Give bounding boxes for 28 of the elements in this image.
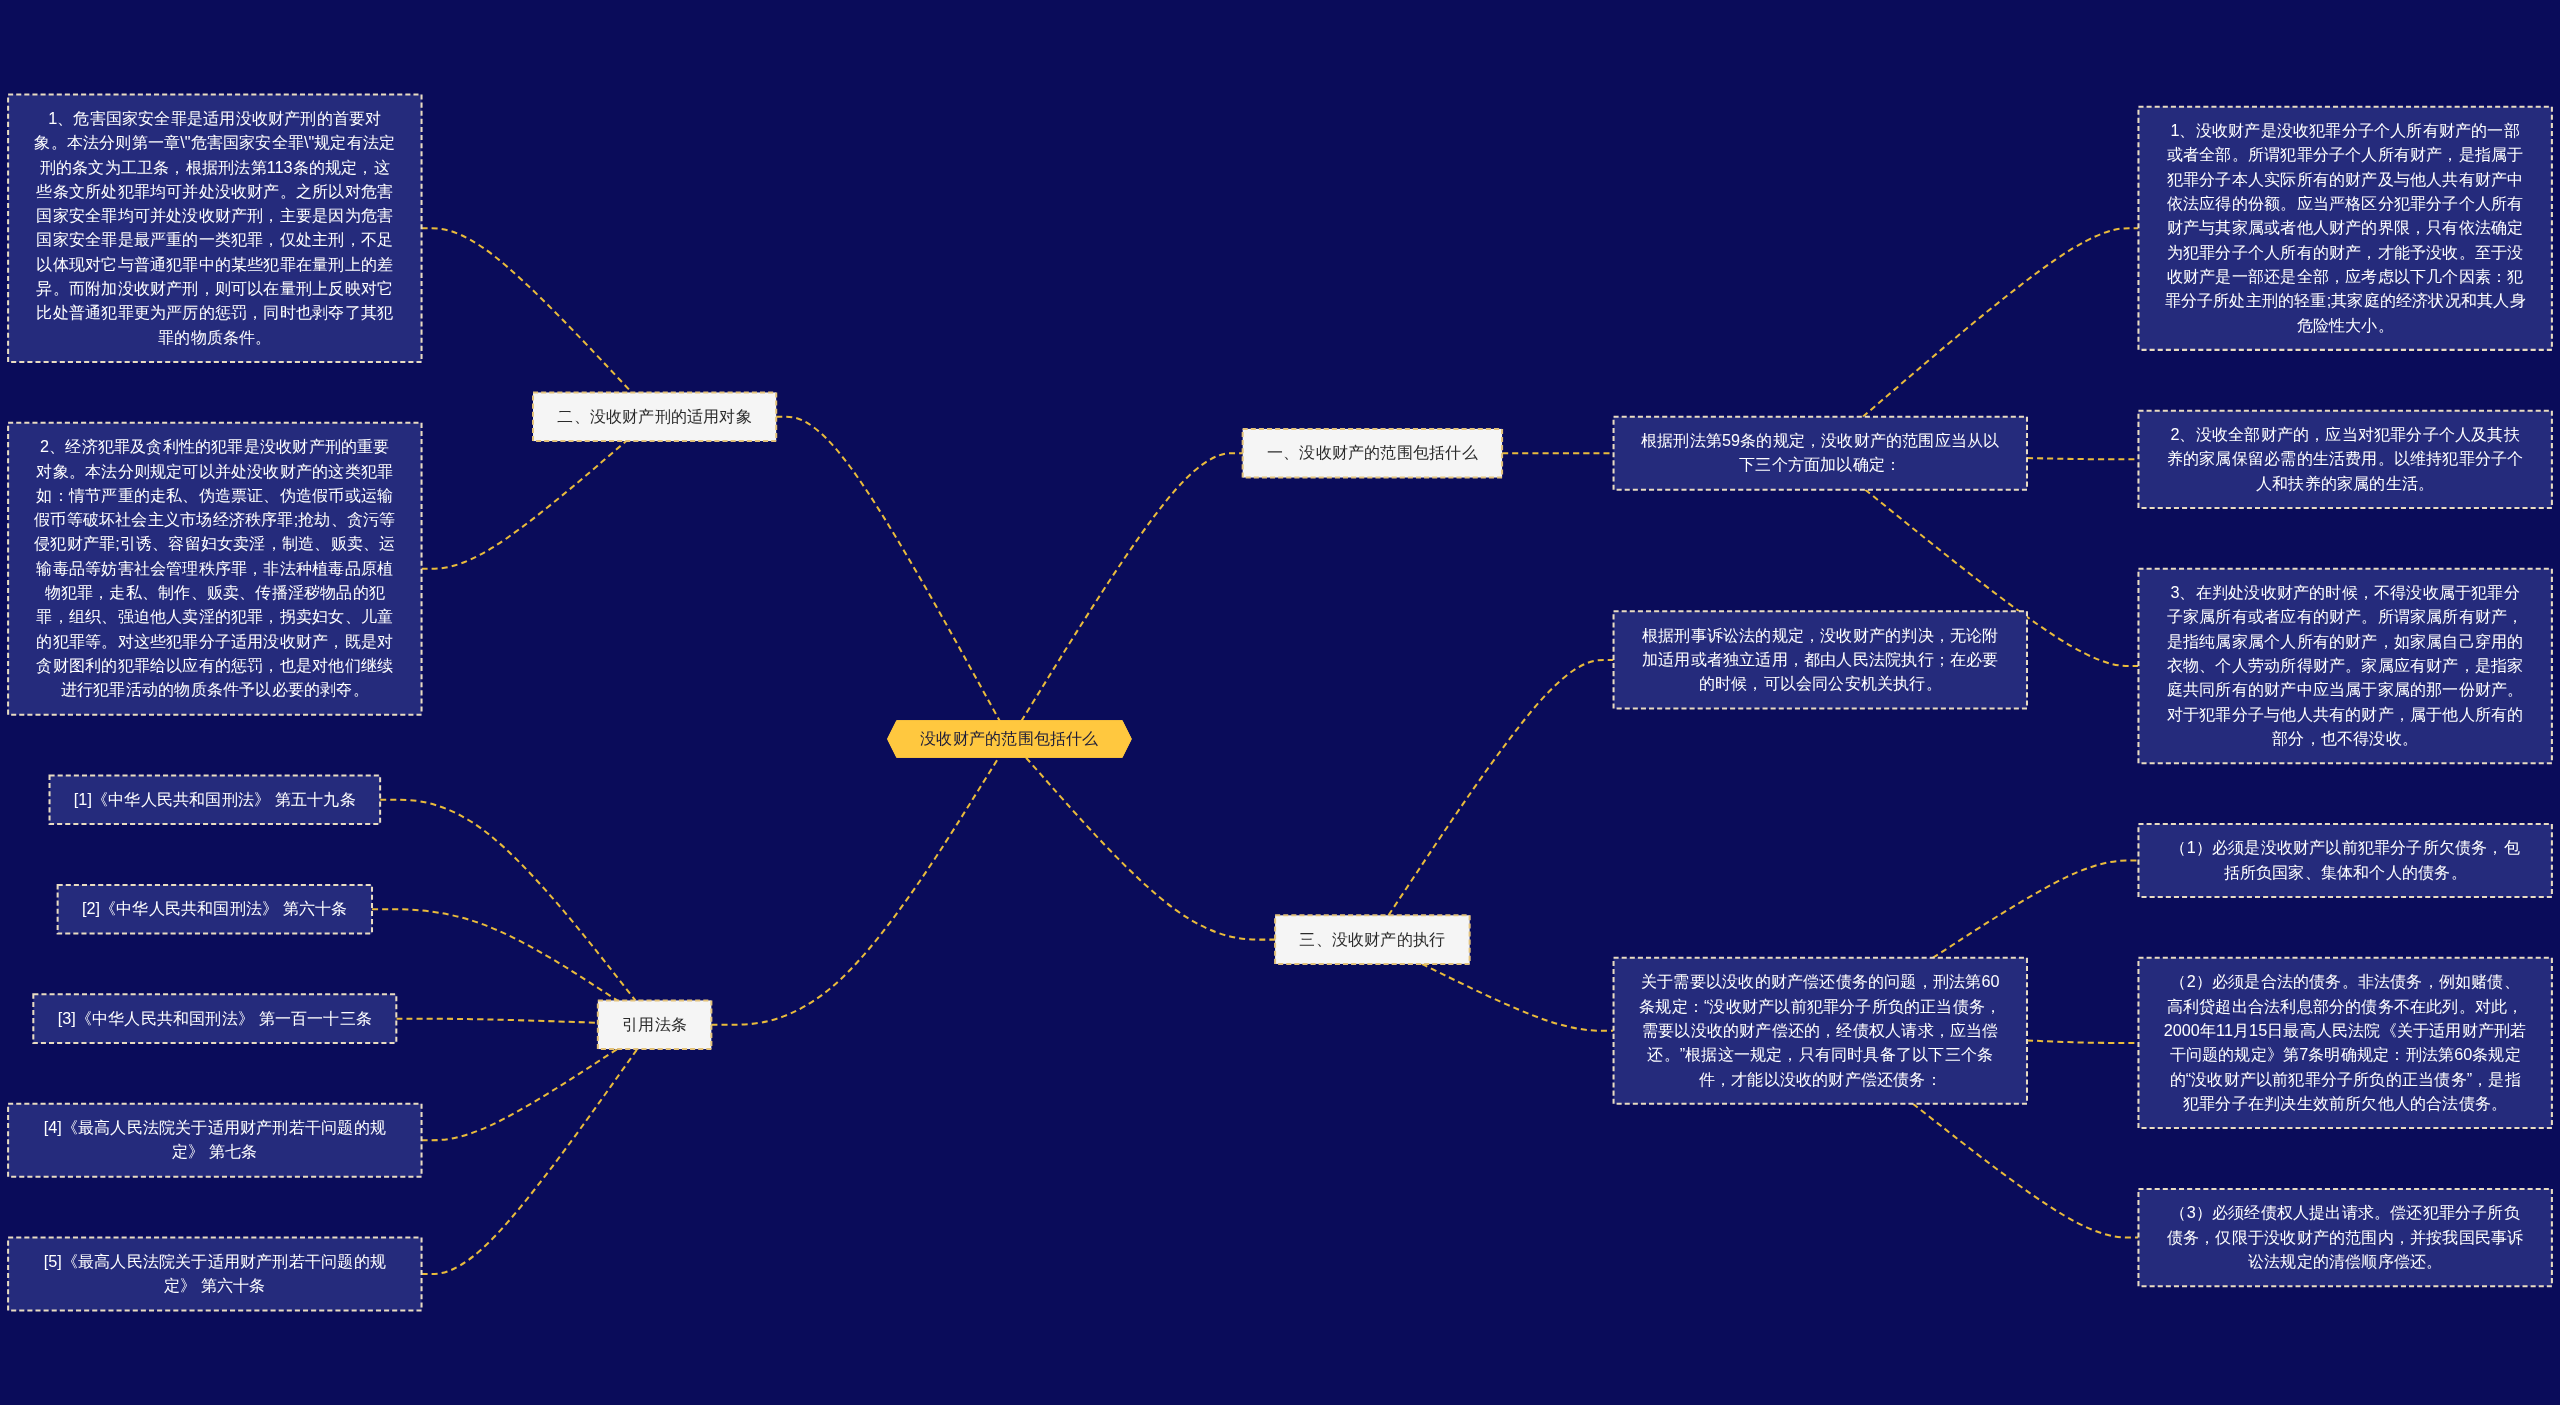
node-box: （3）必须经债权人提出请求。偿还犯罪分子所负债务，仅限于没收财产的范围内，并按我国民事诉讼法规定的清偿顺序偿还。 — [2137, 1187, 2553, 1288]
node-box: 引用法条 — [596, 999, 713, 1051]
connector — [711, 757, 1000, 1026]
connector — [1421, 963, 1614, 1032]
node-box: （2）必须是合法的债务。非法债务，例如赌债、高利贷超出合法利息部分的债务不在此列。对此，2000年11月15日最高人民法院《关于适用财产刑若干问题的规定》第7条明确规定：刑法第60条规定的“没收财产以前犯罪分子所负的正当债务”，是指犯罪分子在判决生效前所欠他人的合法债务。 — [2137, 956, 2553, 1130]
node-box: （1）必须是没收财产以前犯罪分子所欠债务，包括所负国家、集体和个人的债务。 — [2137, 823, 2553, 899]
connector — [776, 415, 1001, 722]
node-box: 一、没收财产的范围包括什么 — [1241, 427, 1504, 479]
connector — [1387, 658, 1614, 916]
node-box: 根据刑法第59条的规定，没收财产的范围应当从以下三个方面加以确定： — [1612, 415, 2028, 491]
node-box: [2]《中华人民共和国刑法》 第六十条 — [56, 883, 374, 935]
connector — [396, 1017, 598, 1024]
node-box: 关于需要以没收的财产偿还债务的问题，刑法第60条规定：“没收财产以前犯罪分子所负的正当债务，需要以没收的财产偿还的，经债权人请求，应当偿还。”根据这一规定，只有同时具备了以下三个条件，才能以没收的财产偿还债务： — [1612, 956, 2028, 1105]
node-box: [3]《中华人民共和国刑法》 第一百一十三条 — [32, 993, 398, 1044]
node-box: 2、没收全部财产的，应当对犯罪分子个人及其扶养的家属保留必需的生活费用。以维持犯罪分子个人和扶养的家属的生活。 — [2137, 409, 2553, 509]
node-box: 二、没收财产刑的适用对象 — [532, 391, 778, 443]
node-box: 1、没收财产是没收犯罪分子个人所有财产的一部或者全部。所谓犯罪分子个人所有财产，是指属于犯罪分子本人实际所有的财产及与他人共有财产中依法应得的份额。应当严格区分犯罪分子个人所有财产与其家属或者他人财产的界限，只有依法确定为犯罪分子个人所有的财产，才能予没收。至于没收财产是一部还是全部，应考虑以下几个因素：犯罪分子所处主刑的轻重;其家庭的经济状况和其人身危险性大小。 — [2137, 105, 2553, 351]
node-box: [4]《最高人民法院关于适用财产刑若干问题的规定》 第七条 — [7, 1102, 423, 1178]
connector — [1025, 757, 1276, 941]
node-box: [5]《最高人民法院关于适用财产刑若干问题的规定》 第六十条 — [7, 1236, 423, 1312]
connector — [1020, 452, 1243, 722]
connector — [1912, 1103, 2139, 1239]
node-box: [1]《中华人民共和国刑法》 第五十九条 — [48, 774, 382, 826]
node-box: 1、危害国家安全罪是适用没收财产刑的首要对象。本法分则第一章\"危害国家安全罪\"规定有法定刑的条文为工卫条，根据刑法第113条的规定，这些条文所处犯罪均可并处没收财产。之所以对危害国家安全罪均可并处没收财产刑，主要是因为危害国家安全罪是最严重的一类犯罪，仅处主刑，不足以体现对它与普通犯罪中的某些犯罪在量刑上的差异。而附加没收财产刑，则可以在量刑上反映对它比处普通犯罪更为严厉的惩罚，同时也剥夺了其犯罪的物质条件。 — [7, 93, 423, 364]
node-box: 三、没收财产的执行 — [1274, 914, 1471, 965]
node-box: 3、在判处没收财产的时候，不得没收属于犯罪分子家属所有或者应有的财产。所谓家属所有财产，是指纯属家属个人所有的财产，如家属自己穿用的衣物、个人劳动所得财产。家属应有财产，是指家庭共同所有的财产中应当属于家属的那一份财产。对于犯罪分子与他人共有的财产，属于他人所有的部分，也不得没收。 — [2137, 567, 2553, 765]
node-box: 2、经济犯罪及贪利性的犯罪是没收财产刑的重要对象。本法分则规定可以并处没收财产的这类犯罪如：情节严重的走私、伪造票证、伪造假币或运输假币等破坏社会主义市场经济秩序罪;抢劫、贪污等侵犯财产罪;引诱、容留妇女卖淫，制造、贩卖、运输毒品等妨害社会管理秩序罪，非法种植毒品原植物犯罪，走私、制作、贩卖、传播淫秽物品的犯罪，组织、强迫他人卖淫的犯罪，拐卖妇女、儿童的犯罪等。对这些犯罪分子适用没收财产，既是对贪财图利的犯罪给以应有的惩罚，也是对他们继续进行犯罪活动的物质条件予以必要的剥夺。 — [7, 421, 423, 716]
node-box: 根据刑事诉讼法的规定，没收财产的判决，无论附加适用或者独立适用，都由人民法院执行；在必要的时候，可以会同公安机关执行。 — [1612, 610, 2028, 710]
